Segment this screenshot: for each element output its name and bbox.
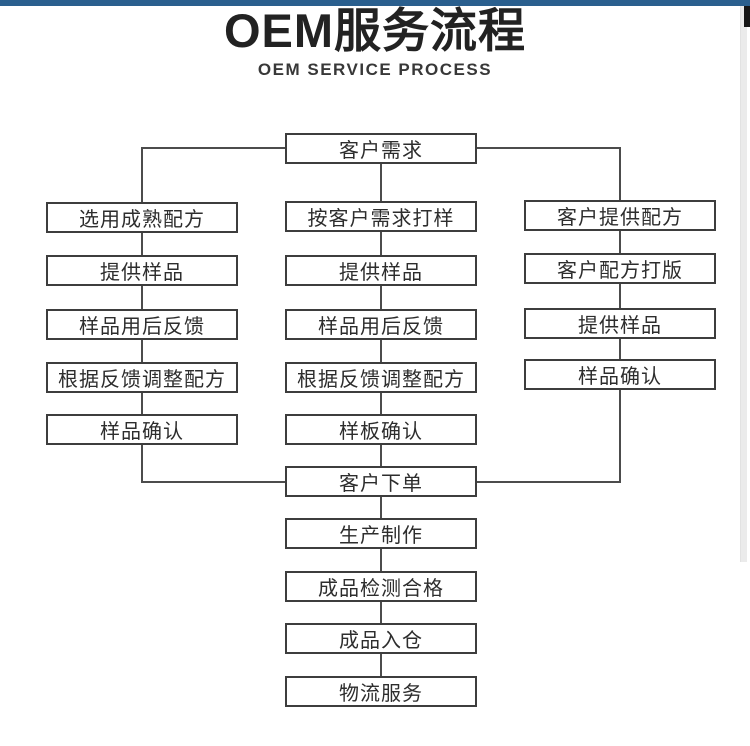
scrollbar-thumb[interactable] — [744, 0, 750, 27]
connector-line — [380, 654, 382, 676]
connector-line — [380, 445, 382, 466]
connector-line — [141, 481, 285, 483]
page-subtitle: OEM SERVICE PROCESS — [257, 60, 493, 80]
flow-step-adjust-formula-middle: 根据反馈调整配方 — [285, 362, 477, 393]
flow-step-provide-sample-right: 提供样品 — [524, 308, 716, 339]
connector-line — [380, 164, 382, 201]
connector-line — [141, 147, 143, 202]
flow-step-provide-sample-left: 提供样品 — [46, 255, 238, 286]
connector-line — [141, 445, 143, 483]
flow-step-warehouse: 成品入仓 — [285, 623, 477, 654]
flow-step-sample-confirm-left: 样品确认 — [46, 414, 238, 445]
connector-line — [380, 286, 382, 309]
flow-step-adjust-formula-left: 根据反馈调整配方 — [46, 362, 238, 393]
connector-line — [141, 393, 143, 414]
connector-line — [619, 339, 621, 359]
connector-line — [619, 390, 621, 483]
flow-step-sample-feedback-middle: 样品用后反馈 — [285, 309, 477, 340]
flow-step-customer-formula-plate: 客户配方打版 — [524, 253, 716, 284]
connector-line — [619, 284, 621, 308]
flow-step-quality-check: 成品检测合格 — [285, 571, 477, 602]
page-title: OEM服务流程 — [223, 4, 527, 57]
connector-line — [380, 549, 382, 571]
connector-line — [477, 481, 621, 483]
flow-step-customer-demand: 客户需求 — [285, 133, 477, 164]
connector-line — [141, 147, 285, 149]
flow-step-production: 生产制作 — [285, 518, 477, 549]
flow-step-sample-feedback-left: 样品用后反馈 — [46, 309, 238, 340]
scrollbar-track[interactable] — [740, 0, 747, 562]
bottom-accent-bar — [0, 0, 750, 6]
page-header: OEM服务流程 OEM SERVICE PROCESS — [0, 0, 750, 80]
connector-line — [477, 147, 621, 149]
flow-step-logistics: 物流服务 — [285, 676, 477, 707]
connector-line — [141, 286, 143, 309]
connector-line — [380, 602, 382, 623]
flow-step-sample-confirm-right: 样品确认 — [524, 359, 716, 390]
connector-line — [141, 233, 143, 255]
flow-step-customer-order: 客户下单 — [285, 466, 477, 497]
connector-line — [380, 232, 382, 255]
flow-step-select-mature-formula: 选用成熟配方 — [46, 202, 238, 233]
flow-step-sample-per-demand: 按客户需求打样 — [285, 201, 477, 232]
connector-line — [380, 340, 382, 362]
connector-line — [141, 340, 143, 362]
flow-step-customer-provides-formula: 客户提供配方 — [524, 200, 716, 231]
connector-line — [380, 393, 382, 414]
connector-line — [619, 231, 621, 253]
flow-step-template-confirm: 样板确认 — [285, 414, 477, 445]
flow-step-provide-sample-middle: 提供样品 — [285, 255, 477, 286]
connector-line — [619, 147, 621, 200]
connector-line — [380, 497, 382, 518]
